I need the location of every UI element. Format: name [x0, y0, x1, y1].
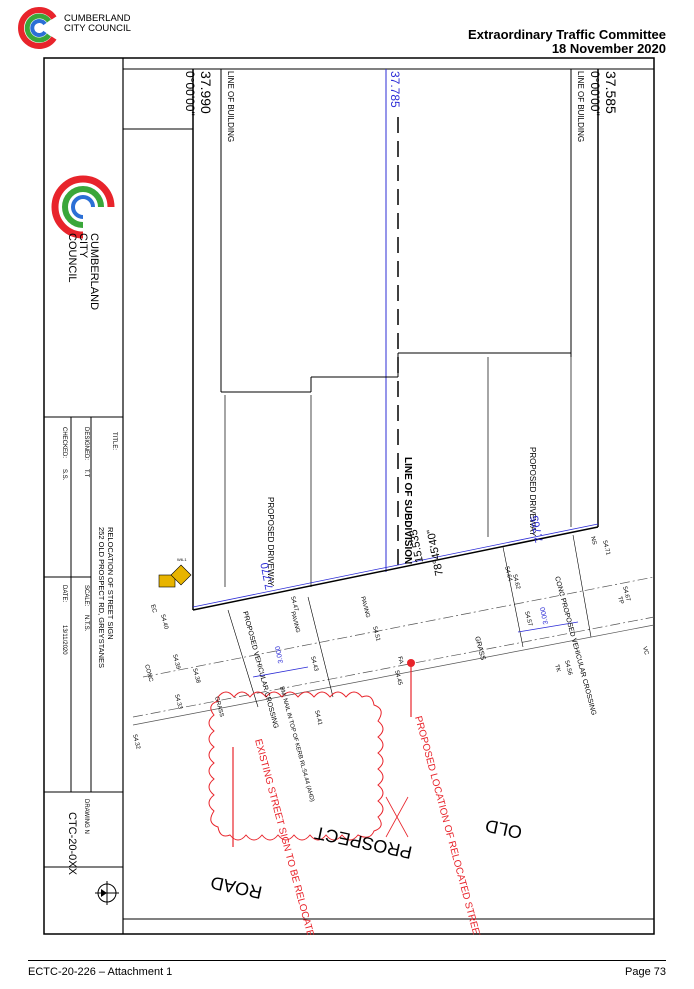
tb-drawing-no-label: DRAWING N — [83, 799, 89, 834]
tb-designed-value: T.T — [83, 469, 89, 478]
level-15: 54.67 — [621, 586, 631, 603]
sign-code: W6-1 — [177, 557, 187, 562]
level-5: 54.32 — [131, 734, 141, 751]
paving-mid: PAVING — [359, 596, 371, 619]
paving-left: PAVING — [289, 611, 301, 634]
level-1: 54.40 — [159, 614, 169, 631]
footer-reference: ECTC-20-226 – Attachment 1 — [28, 966, 173, 978]
site-plan-drawing: CUMBERLAND CITY COUNCIL TITLE: 252 OLD P… — [43, 57, 655, 935]
tb-checked-label: CHECKED: — [61, 427, 67, 458]
dim-left-length: 37.990 — [198, 71, 214, 114]
council-logo — [18, 7, 57, 49]
tb-logo-line2: CITY — [77, 233, 89, 259]
level-3: 54.38 — [191, 668, 201, 685]
revision-cloud — [208, 691, 384, 841]
road-prospect: PROSPECT — [313, 822, 414, 862]
dim-left-bearing: 0°00'00" — [183, 71, 197, 116]
dim-front-left: 7.770 — [259, 561, 276, 590]
dim-mid-length: 37.785 — [388, 71, 402, 108]
code-ec: EC — [149, 604, 157, 614]
subdivision-line-label: LINE OF SUBDIVISION — [402, 457, 413, 564]
footer-page-number: Page 73 — [625, 966, 666, 978]
tb-designed-label: DESIGNED: — [83, 427, 89, 460]
header-org-name: CUMBERLAND CITY COUNCIL — [64, 14, 131, 34]
level-13: 54.57 — [523, 611, 533, 628]
level-4: 54.33 — [173, 694, 183, 711]
existing-sign-note: EXISTING STREET SIGN TO BE RELOCATED — [252, 738, 317, 935]
title-block-logo — [51, 175, 115, 239]
building-line-right: LINE OF BUILDING — [576, 71, 585, 142]
tb-logo-line3: COUNCIL — [66, 233, 78, 283]
dim-front-right: 7.765 — [529, 514, 546, 543]
level-7: 54.43 — [309, 656, 319, 673]
crossing-right: CONC PROPOSED VEHICULAR CROSSING — [553, 576, 597, 716]
north-arrow-icon — [95, 881, 119, 905]
building-line-left: LINE OF BUILDING — [226, 71, 235, 142]
bm-nail-label: BM: NAIL IN TOP OF KERB RL:54.44 (AHD) — [278, 686, 315, 803]
children-crossing-sign-icon: W6-1 — [158, 557, 192, 588]
level-2: 54.39 — [171, 654, 181, 671]
level-11: 54.64 — [503, 566, 513, 583]
proposed-sign-note: PROPOSED LOCATION OF RELOCATED STREET SI… — [412, 715, 490, 935]
tb-scale-value: N.T.S. — [83, 615, 89, 632]
sheet-border — [43, 57, 655, 935]
dim-right-length: 37.585 — [603, 71, 619, 114]
org-line2: CITY COUNCIL — [64, 23, 131, 34]
level-6: 54.47 — [289, 596, 299, 613]
header-committee: Extraordinary Traffic Committee 18 Novem… — [468, 28, 666, 56]
code-ns: NS — [589, 536, 597, 546]
tb-scale-label: SCALE: — [83, 585, 89, 607]
meeting-date: 18 November 2020 — [551, 41, 666, 56]
grass-right: GRASS — [473, 636, 486, 662]
code-fa: FA — [396, 656, 404, 665]
dim-drive-b: 3.000 — [540, 606, 550, 625]
level-16: 54.56 — [563, 660, 573, 677]
level-10: 54.51 — [371, 626, 381, 643]
tb-checked-value: S.S. — [61, 469, 67, 481]
tb-title-line1: 252 OLD PROSPECT RD, GREYSTANES — [97, 527, 106, 668]
dim-drive-a: 3.000 — [275, 645, 285, 664]
tb-date-label: DATE: — [61, 585, 67, 603]
tb-date-value: 13/11/2020 — [61, 625, 67, 655]
pit-label: TP — [616, 596, 624, 605]
road-old: OLD — [483, 815, 523, 842]
level-12: 54.62 — [511, 574, 521, 591]
tb-title-label: TITLE: — [111, 432, 117, 450]
dim-right-bearing: 0°00'00" — [588, 71, 602, 116]
road-road: ROAD — [209, 872, 264, 902]
grass-left: GRASS — [213, 696, 224, 718]
code-tk: TK — [553, 664, 561, 673]
tb-drawing-no: CTC-20-0XX — [66, 812, 78, 876]
org-line1: CUMBERLAND — [64, 13, 131, 24]
committee-name: Extraordinary Traffic Committee — [468, 27, 666, 42]
tb-title-line2: RELOCATION OF STREET SIGN — [106, 527, 115, 640]
conc-label: CONC — [143, 664, 154, 683]
dim-front-bearing: 78°45'40" — [425, 528, 446, 577]
tb-logo-line1: CUMBERLAND — [88, 233, 100, 310]
proposed-driveway-left: PROPOSED DRIVEWAY — [266, 497, 275, 587]
proposed-driveway-right: PROPOSED DRIVEWAY — [528, 447, 537, 537]
level-8: 54.41 — [313, 710, 323, 727]
level-9: 54.45 — [393, 670, 403, 687]
code-vc: VC — [641, 646, 649, 656]
footer-rule — [28, 960, 666, 961]
level-14: 54.71 — [601, 540, 611, 557]
level-labels: 54.40 54.39 54.38 54.33 54.32 54.47 54.4… — [131, 536, 649, 751]
